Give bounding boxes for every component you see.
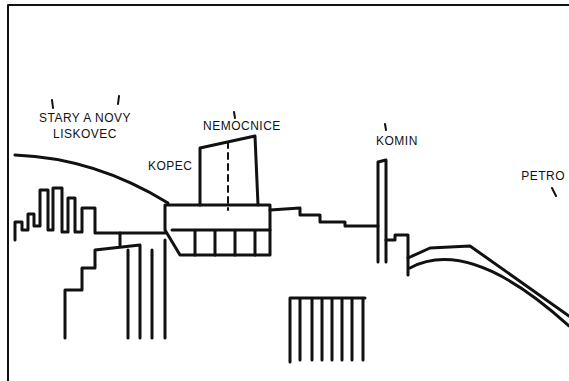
- hospital-windows: [172, 230, 270, 255]
- hill-line: [15, 155, 168, 203]
- chimney: [378, 160, 386, 262]
- place-label: STARY A NOVY LISKOVEC: [30, 110, 140, 142]
- bottom-building: [290, 298, 365, 362]
- connector-line: [119, 233, 122, 245]
- place-label: NEMOCNICE: [203, 118, 281, 134]
- hospital-dash: [227, 142, 229, 210]
- place-label: KOPEC: [148, 158, 193, 174]
- place-label: PETRO: [521, 168, 565, 184]
- hospital-base: [165, 205, 270, 255]
- right-road: [410, 260, 569, 326]
- tower-lines: [128, 250, 152, 338]
- place-label: KOMIN: [376, 133, 418, 149]
- frame: [8, 5, 569, 381]
- small-building: [386, 235, 408, 275]
- tower-edge: [164, 240, 167, 338]
- mid-skyline: [270, 208, 378, 226]
- left-buildings: [15, 188, 165, 240]
